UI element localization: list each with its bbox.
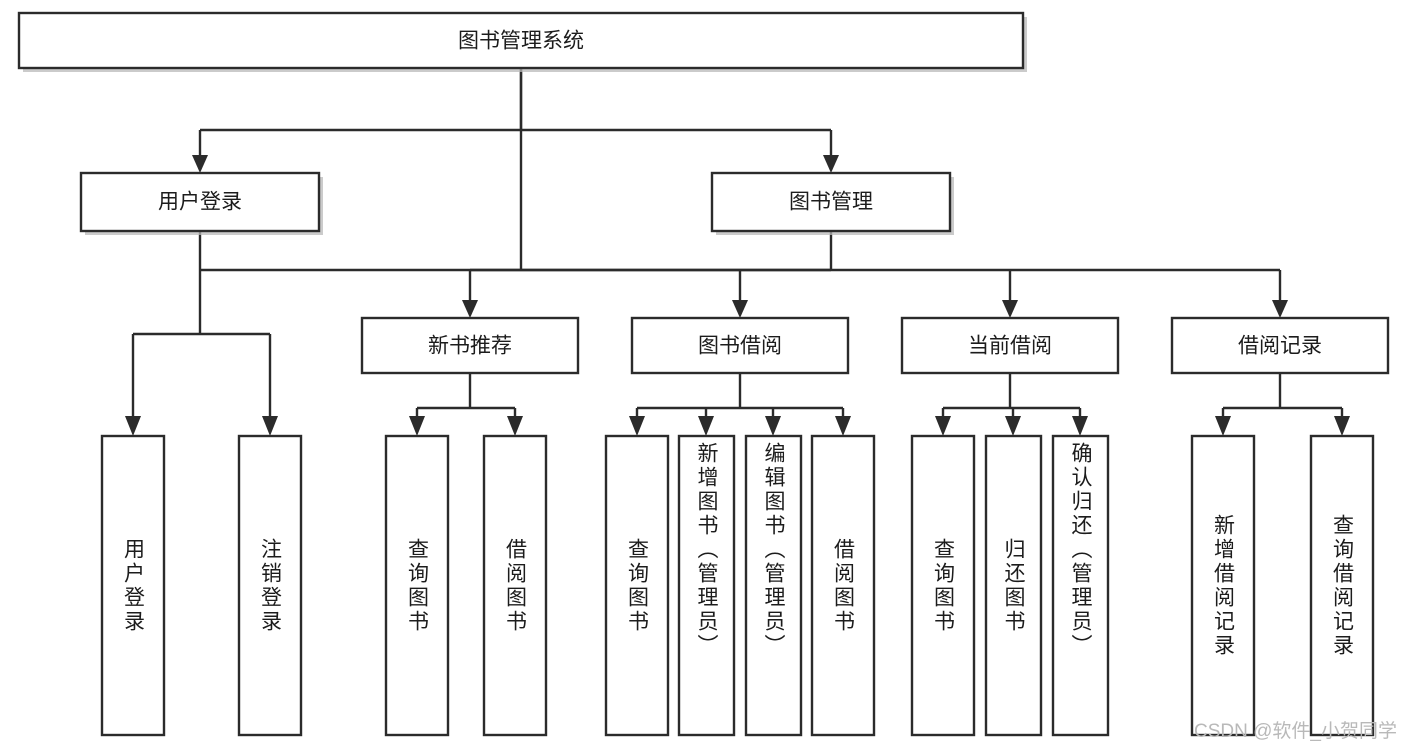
node-book-management[interactable]: 图书管理 (710, 171, 954, 235)
node-root[interactable]: 图书管理系统 (17, 11, 1027, 72)
leaf-query-book-borrow-label: 查询图书 (625, 537, 649, 634)
borrow-record-box (1170, 316, 1390, 375)
leaf-edit-book-admin-label: 编辑图书（管理员） (762, 442, 785, 658)
leaf-query-borrow-record-box[interactable] (1309, 434, 1375, 737)
leaf-return-book-label-wrap: 归还图书 (986, 436, 1041, 735)
leaf-user-login-box[interactable] (100, 434, 166, 737)
leaf-logout-label: 注销登录 (258, 537, 282, 634)
arrow-head-add-borrow-record (1215, 416, 1231, 436)
leaf-add-book-admin-box[interactable] (677, 434, 736, 737)
leaf-query-book-borrow-box[interactable] (604, 434, 670, 737)
leaf-return-book-box[interactable] (984, 434, 1043, 737)
leaf-edit-book-admin-box[interactable] (744, 434, 803, 737)
leaf-borrow-book-borrow-label-wrap: 借阅图书 (812, 436, 874, 735)
node-user-login[interactable]: 用户登录 (79, 171, 323, 235)
edges-main (125, 68, 1350, 436)
new-book-recommend-box (360, 316, 580, 375)
current-borrow-label: 当前借阅 (968, 335, 1052, 358)
node-current-borrow[interactable]: 当前借阅 (900, 316, 1120, 375)
leaf-add-borrow-record-box[interactable] (1190, 434, 1256, 737)
leaf-query-book-recommend-label: 查询图书 (405, 537, 429, 634)
book-management-box (710, 171, 952, 233)
arrow-head-leaf-user-login (125, 416, 141, 436)
root-box (17, 11, 1025, 70)
arrow-head-user-login (192, 155, 208, 173)
arrow-head-return-book (1005, 416, 1021, 436)
leaf-borrow-book-borrow-box[interactable] (810, 434, 876, 737)
csdn-watermark: CSDN @软件_小贺同学 (1194, 721, 1397, 742)
leaf-borrow-book-recommend-label-wrap: 借阅图书 (484, 436, 546, 735)
leaf-add-book-admin-label: 新增图书（管理员） (695, 442, 718, 658)
node-book-borrow[interactable]: 图书借阅 (630, 316, 850, 375)
leaf-query-book-current-box[interactable] (910, 434, 976, 737)
leaf-query-borrow-record-label: 查询借阅记录 (1330, 513, 1354, 658)
arrow-head-add-book-admin (698, 416, 714, 436)
user-login-box (79, 171, 321, 233)
arrow-head-query-borrow-record (1334, 416, 1350, 436)
node-layer: 图书管理系统 用户登录 图书管理 新书推荐 图书借阅 (17, 11, 1390, 737)
leaf-borrow-book-recommend-label: 借阅图书 (503, 537, 527, 634)
arrow-head-confirm-return-admin (1072, 416, 1088, 436)
leaf-edit-book-admin-label-wrap: 编辑图书（管理员） (746, 442, 801, 735)
leaf-user-login-label: 用户登录 (121, 537, 145, 634)
node-borrow-record[interactable]: 借阅记录 (1170, 316, 1390, 375)
leaf-query-book-current-label-wrap: 查询图书 (912, 436, 974, 735)
arrow-head-borrow-record (1272, 300, 1288, 318)
book-management-label: 图书管理 (789, 191, 873, 214)
arrow-head-current-borrow (1002, 300, 1018, 318)
leaf-logout-box[interactable] (237, 434, 303, 737)
leaf-query-book-recommend-box[interactable] (384, 434, 450, 737)
leaf-confirm-return-admin-box[interactable] (1051, 434, 1110, 737)
leaf-borrow-book-recommend-box[interactable] (482, 434, 548, 737)
borrow-record-label: 借阅记录 (1238, 335, 1322, 358)
leaf-add-borrow-record-label-wrap: 新增借阅记录 (1192, 436, 1254, 735)
leaf-user-login-label-wrap: 用户登录 (102, 436, 164, 735)
arrow-head-borrow-book-borrow (835, 416, 851, 436)
arrow-head-query-book-borrow (629, 416, 645, 436)
leaf-borrow-book-borrow-label: 借阅图书 (831, 537, 855, 634)
current-borrow-box (900, 316, 1120, 375)
leaf-add-book-admin-label-wrap: 新增图书（管理员） (679, 442, 734, 735)
leaf-query-book-recommend-label-wrap: 查询图书 (386, 436, 448, 735)
arrow-head-book-management (823, 155, 839, 173)
leaf-confirm-return-admin-label-wrap: 确认归还（管理员） (1053, 442, 1108, 735)
leaf-query-borrow-record-label-wrap: 查询借阅记录 (1311, 436, 1373, 735)
leaf-logout-label-wrap: 注销登录 (239, 436, 301, 735)
leaf-confirm-return-admin-label: 确认归还（管理员） (1069, 442, 1092, 658)
arrow-head-new-book-recommend (462, 300, 478, 318)
arrow-head-borrow-book-recommend (507, 416, 523, 436)
arrow-head-query-book-current (935, 416, 951, 436)
arrow-head-query-book-recommend (409, 416, 425, 436)
connector-layer (200, 68, 831, 272)
arrow-head-book-borrow (732, 300, 748, 318)
book-borrow-box (630, 316, 850, 375)
leaf-query-book-current-label: 查询图书 (931, 537, 955, 634)
node-new-book-recommend[interactable]: 新书推荐 (360, 316, 580, 375)
book-borrow-label: 图书借阅 (698, 335, 782, 358)
new-book-recommend-label: 新书推荐 (428, 335, 512, 358)
leaf-add-borrow-record-label: 新增借阅记录 (1211, 513, 1235, 658)
leaf-query-book-borrow-label-wrap: 查询图书 (606, 436, 668, 735)
arrow-head-edit-book-admin (765, 416, 781, 436)
root-label: 图书管理系统 (458, 30, 584, 53)
leaf-return-book-label: 归还图书 (1002, 537, 1025, 634)
user-login-label: 用户登录 (158, 191, 242, 214)
arrow-head-leaf-logout (262, 416, 278, 436)
